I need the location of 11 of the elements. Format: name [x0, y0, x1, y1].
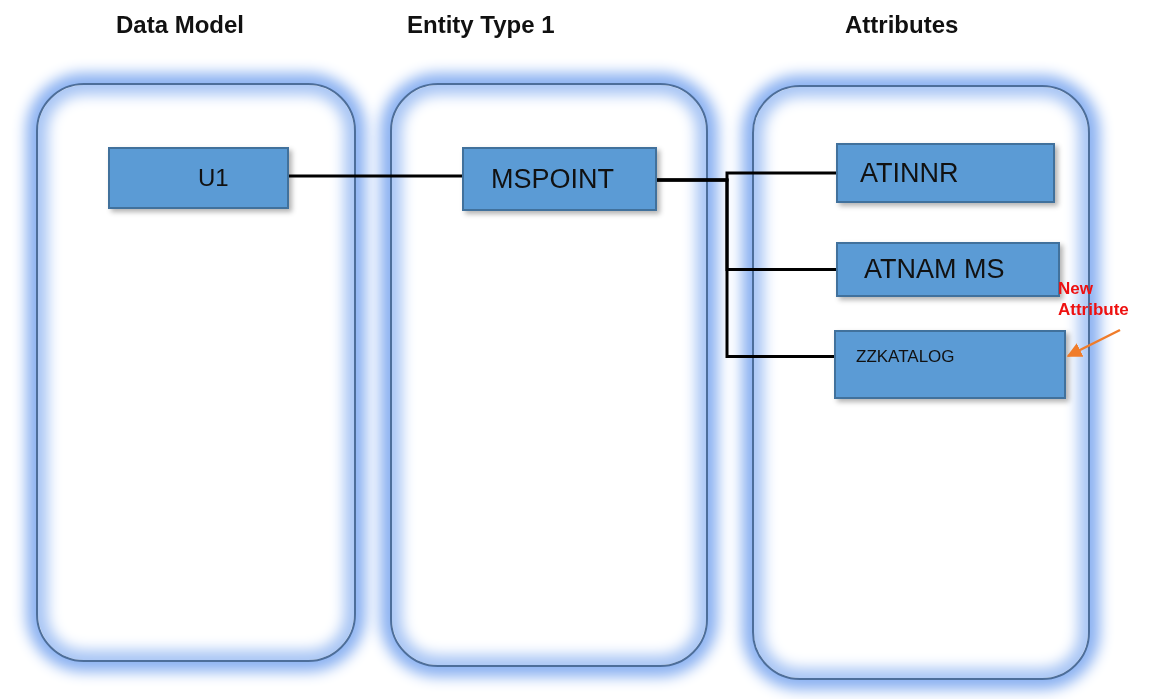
panel-heading: Entity Type 1 — [407, 11, 555, 39]
entity-box: ZZKATALOG — [834, 330, 1066, 399]
leader-arrow — [1066, 328, 1121, 358]
panel-heading: Data Model — [116, 11, 244, 39]
entity-box: MSPOINT — [462, 147, 657, 211]
entity-box: U1 — [108, 147, 289, 209]
connector-line — [289, 174, 462, 178]
panel-heading: Attributes — [845, 11, 959, 39]
entity-box: ATNAM MS — [836, 242, 1060, 297]
connector-line — [657, 178, 834, 358]
entity-box: ATINNR — [836, 143, 1055, 203]
